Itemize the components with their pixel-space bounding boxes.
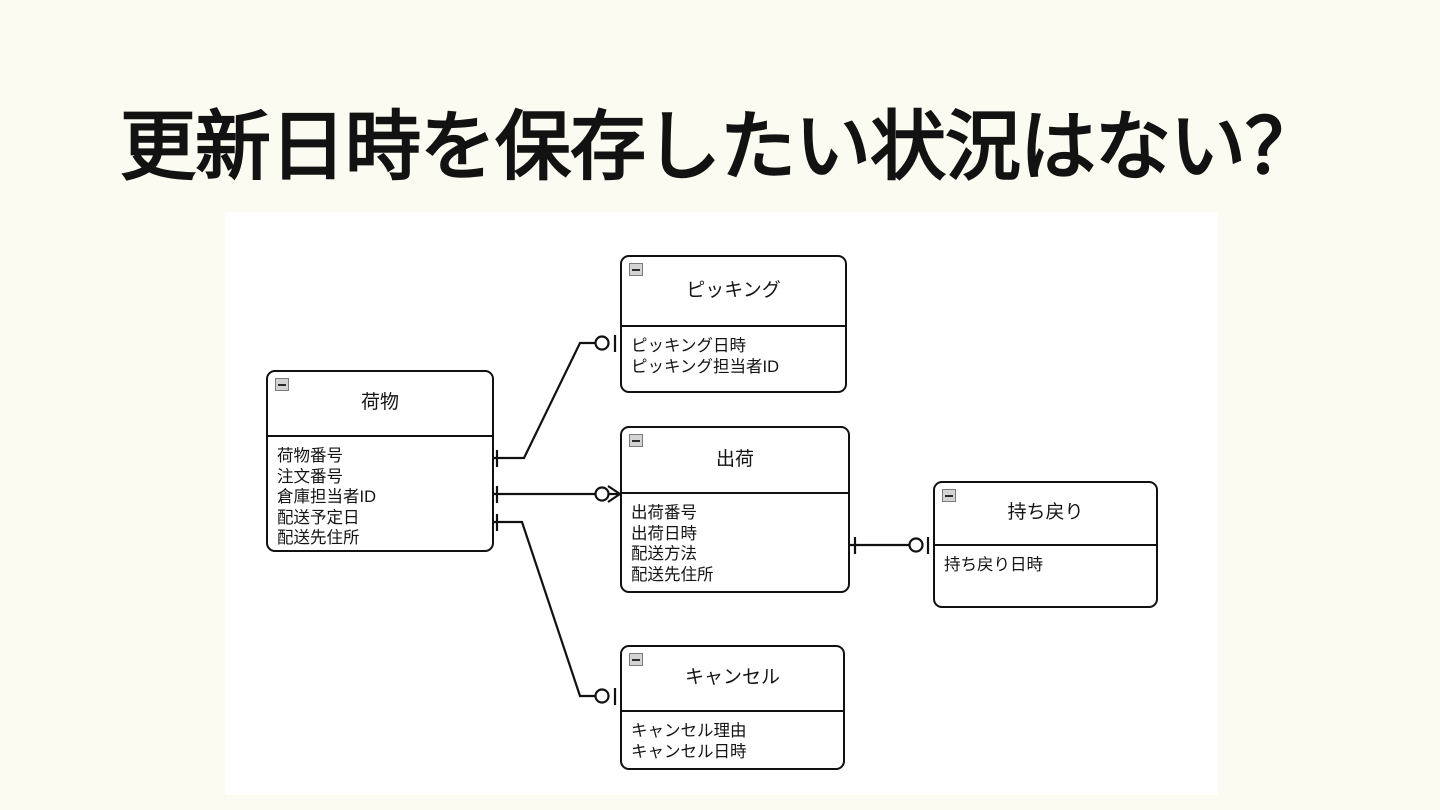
- connector-nimotsu-cancel: [494, 520, 606, 698]
- minus-icon[interactable]: [629, 434, 643, 447]
- entity-attributes: 荷物番号 注文番号 倉庫担当者ID 配送予定日 配送先住所: [268, 437, 492, 549]
- cardinality-zero-cancel: [594, 688, 610, 704]
- attribute-row: 持ち戻り日時: [944, 556, 1043, 574]
- entity-name: キャンセル: [684, 667, 780, 688]
- entity-header: ピッキング: [622, 257, 845, 327]
- entity-mochimodori[interactable]: 持ち戻り 持ち戻り日時: [933, 481, 1158, 608]
- attribute-row: 倉庫担当者ID: [277, 488, 376, 506]
- attribute-row: 出荷番号: [631, 504, 697, 522]
- minus-icon[interactable]: [629, 653, 643, 666]
- cardinality-zero-mochimodori: [908, 537, 924, 553]
- attribute-row: 配送方法: [631, 545, 697, 563]
- attribute-row: 配送先住所: [277, 529, 360, 547]
- entity-picking[interactable]: ピッキング ピッキング日時 ピッキング担当者ID: [620, 255, 847, 393]
- page-title: 更新日時を保存したい状況はない？: [120, 102, 1321, 191]
- entity-name: ピッキング: [686, 279, 781, 301]
- entity-name: 出荷: [715, 448, 754, 470]
- minus-icon[interactable]: [629, 263, 643, 276]
- entity-attributes: 出荷番号 出荷日時 配送方法 配送先住所: [622, 494, 848, 585]
- entity-name: 持ち戻り: [1007, 502, 1084, 523]
- attribute-row: 荷物番号: [277, 447, 343, 465]
- cardinality-zero-picking: [594, 335, 610, 351]
- attribute-row: 配送予定日: [277, 508, 360, 527]
- entity-cancel[interactable]: キャンセル キャンセル理由 キャンセル日時: [620, 645, 845, 770]
- entity-attributes: ピッキング日時 ピッキング担当者ID: [622, 327, 845, 377]
- attribute-row: 出荷日時: [631, 524, 697, 543]
- attribute-row: キャンセル理由: [631, 722, 747, 740]
- attribute-row: ピッキング担当者ID: [631, 357, 780, 376]
- attribute-row: 配送先住所: [631, 565, 714, 584]
- cardinality-many-shukka: [607, 485, 621, 503]
- attribute-row: 注文番号: [277, 467, 343, 486]
- entity-header: キャンセル: [622, 647, 843, 712]
- minus-icon[interactable]: [942, 489, 956, 502]
- entity-header: 持ち戻り: [935, 483, 1156, 546]
- attribute-row: キャンセル日時: [631, 742, 747, 761]
- entity-header: 荷物: [268, 372, 492, 437]
- connector-nimotsu-picking: [494, 341, 606, 460]
- entity-header: 出荷: [622, 428, 848, 494]
- entity-nimotsu[interactable]: 荷物 荷物番号 注文番号 倉庫担当者ID 配送予定日 配送先住所: [266, 370, 494, 552]
- entity-name: 荷物: [360, 392, 399, 413]
- er-diagram-canvas[interactable]: 荷物 荷物番号 注文番号 倉庫担当者ID 配送予定日 配送先住所 ピッキング ピ…: [225, 212, 1218, 795]
- attribute-row: ピッキング日時: [631, 337, 747, 355]
- er-connectors: [494, 335, 930, 705]
- minus-icon[interactable]: [275, 378, 289, 391]
- entity-attributes: 持ち戻り日時: [935, 546, 1156, 576]
- entity-shukka[interactable]: 出荷 出荷番号 出荷日時 配送方法 配送先住所: [620, 426, 850, 593]
- cardinality-zero-shukka: [594, 486, 610, 502]
- entity-attributes: キャンセル理由 キャンセル日時: [622, 712, 843, 762]
